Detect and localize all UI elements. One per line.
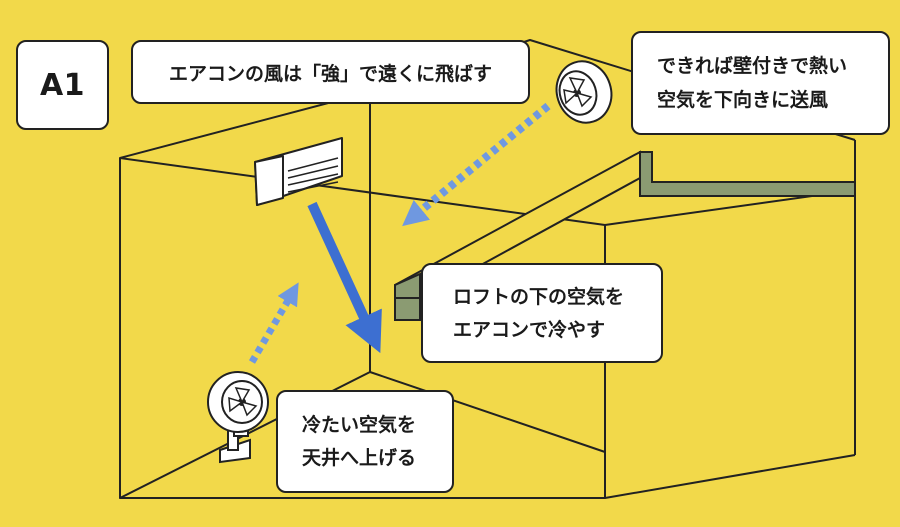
wall-fan-callout: できれば壁付きで熱い 空気を下向きに送風 — [631, 31, 890, 135]
wall-fan-airflow-arrow — [402, 102, 551, 227]
wall-fan-text-line-1: できれば壁付きで熱い — [657, 55, 848, 77]
floor-fan-airflow-arrow — [248, 282, 299, 364]
ac-airflow-arrow — [307, 201, 382, 354]
ceiling-text-line-1: 冷たい空気を — [302, 414, 417, 436]
floor-fan-icon — [207, 371, 269, 464]
wall-fan-text-line-2: 空気を下向きに送風 — [657, 89, 829, 111]
loft-callout: ロフトの下の空気を エアコンで冷やす — [421, 263, 663, 363]
wall-fan-icon — [555, 60, 613, 124]
strong-wind-callout: エアコンの風は「強」で遠くに飛ばす — [131, 40, 530, 104]
strong-wind-text: エアコンの風は「強」で遠くに飛ばす — [168, 62, 492, 85]
ceiling-text-line-2: 天井へ上げる — [302, 447, 417, 469]
loft-underside-lower — [394, 297, 421, 321]
ceiling-callout: 冷たい空気を 天井へ上げる — [276, 390, 454, 493]
floor-back-edge — [369, 371, 606, 453]
loft-text-line-2: エアコンで冷やす — [453, 319, 606, 341]
scenario-badge: A1 — [16, 40, 109, 130]
air-conditioner-icon — [254, 137, 343, 206]
loft-text-line-1: ロフトの下の空気を — [453, 286, 625, 308]
loft-band — [639, 151, 856, 197]
